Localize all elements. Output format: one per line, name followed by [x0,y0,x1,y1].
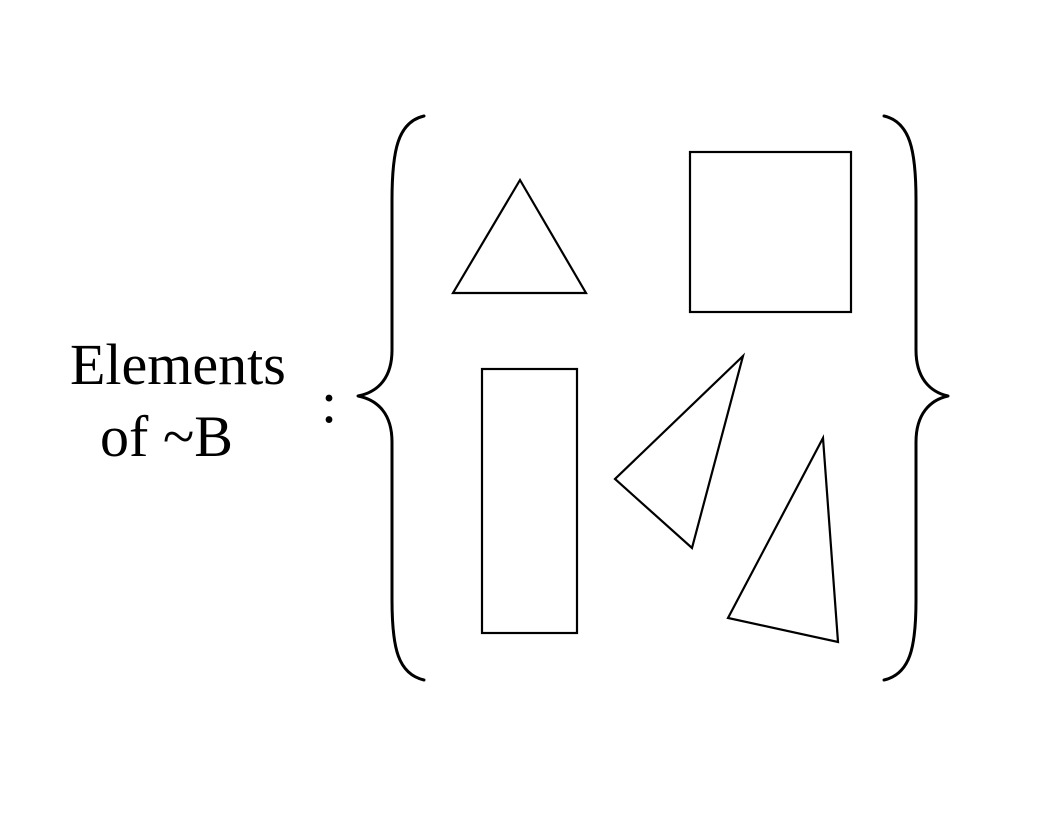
rectangle-shape-tall [480,367,579,635]
set-label-elements: Elements [70,332,286,397]
set-label-complement-b: of ~B [100,404,233,469]
triangle-shape-equilateral [451,177,588,295]
set-colon: : [321,370,338,435]
square-shape [688,150,853,314]
triangle-shape-slanted [613,352,746,551]
left-brace [356,114,426,682]
right-brace [882,114,950,682]
triangle-shape-narrow [726,434,840,644]
